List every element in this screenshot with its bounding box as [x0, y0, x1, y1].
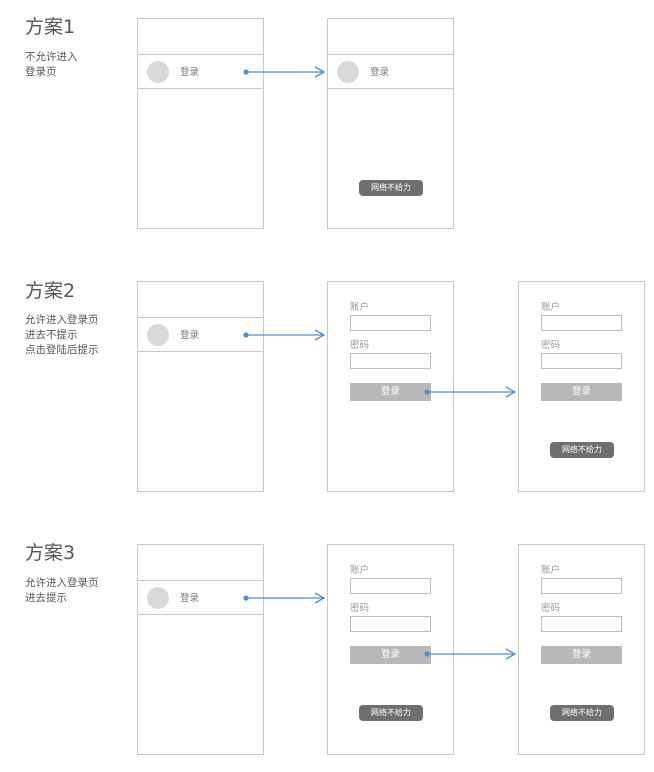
section-1-title: 方案1 [25, 16, 76, 38]
login-button[interactable]: 登录 [541, 646, 622, 664]
flow-arrow [243, 592, 326, 604]
section-2-title: 方案2 [25, 280, 76, 302]
password-label: 密码 [350, 340, 370, 351]
login-button[interactable]: 登录 [350, 646, 431, 664]
account-input[interactable] [350, 315, 431, 331]
login-button[interactable]: 登录 [541, 383, 622, 401]
password-input[interactable] [350, 616, 431, 632]
network-toast: 网络不给力 [359, 705, 423, 721]
avatar [147, 324, 169, 346]
section-2-login-screen: 账户 密码 登录 [327, 281, 454, 492]
account-label: 账户 [350, 565, 370, 576]
avatar [147, 587, 169, 609]
section-3-title: 方案3 [25, 542, 76, 564]
section-2-result-screen: 账户 密码 登录 网络不给力 [518, 281, 645, 492]
section-2-desc: 允许进入登录页 进去不提示 点击登陆后提示 [25, 314, 99, 356]
network-toast: 网络不给力 [359, 180, 423, 196]
section-1-desc: 不允许进入 登录页 [25, 51, 78, 78]
password-label: 密码 [541, 340, 561, 351]
login-button[interactable]: 登录 [350, 383, 431, 401]
login-entry-label: 登录 [370, 67, 390, 78]
login-entry-bar[interactable]: 登录 [138, 580, 263, 615]
account-input[interactable] [541, 315, 622, 331]
login-entry-bar[interactable]: 登录 [328, 54, 453, 89]
login-entry-label: 登录 [180, 330, 200, 341]
section-3-login-screen: 账户 密码 登录 网络不给力 [327, 544, 454, 755]
flow-arrow [424, 386, 517, 398]
network-toast: 网络不给力 [550, 442, 614, 458]
account-label: 账户 [541, 302, 561, 313]
login-entry-label: 登录 [180, 67, 200, 78]
section-3-desc: 允许进入登录页 进去提示 [25, 577, 99, 604]
account-label: 账户 [350, 302, 370, 313]
login-entry-label: 登录 [180, 593, 200, 604]
section-1-result-screen: 登录 网络不给力 [327, 18, 454, 229]
network-toast: 网络不给力 [550, 705, 614, 721]
password-input[interactable] [541, 616, 622, 632]
section-1-start-screen: 登录 [137, 18, 264, 229]
flow-arrow [424, 648, 517, 660]
password-label: 密码 [541, 603, 561, 614]
account-input[interactable] [350, 578, 431, 594]
avatar [337, 61, 359, 83]
section-3-result-screen: 账户 密码 登录 网络不给力 [518, 544, 645, 755]
login-entry-bar[interactable]: 登录 [138, 317, 263, 352]
account-input[interactable] [541, 578, 622, 594]
password-input[interactable] [541, 353, 622, 369]
login-entry-bar[interactable]: 登录 [138, 54, 263, 89]
password-input[interactable] [350, 353, 431, 369]
account-label: 账户 [541, 565, 561, 576]
avatar [147, 61, 169, 83]
flow-arrow [243, 329, 326, 341]
password-label: 密码 [350, 603, 370, 614]
flow-arrow [243, 66, 326, 78]
section-3-start-screen: 登录 [137, 544, 264, 755]
section-2-start-screen: 登录 [137, 281, 264, 492]
